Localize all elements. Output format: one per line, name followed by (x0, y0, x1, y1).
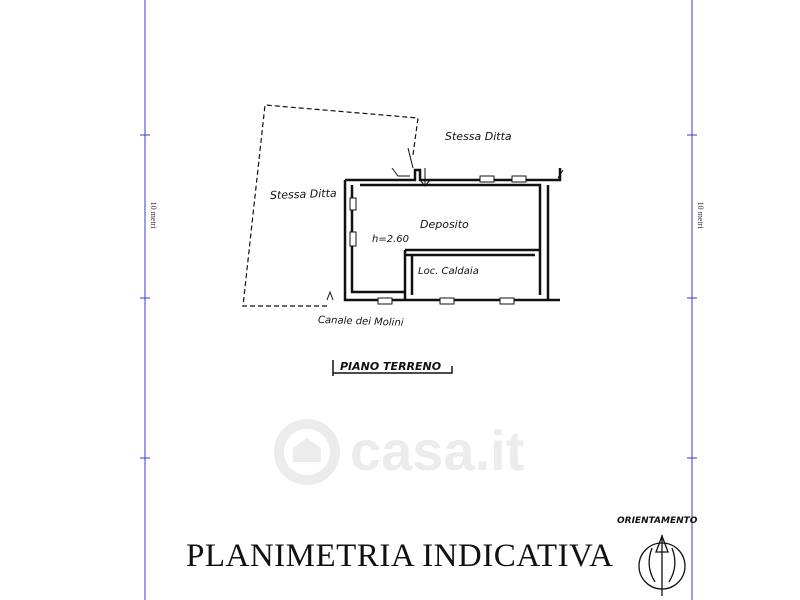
watermark-logo-icon (274, 419, 340, 485)
compass-icon (638, 534, 686, 596)
window-marks (349, 175, 527, 305)
scale-ticks-left (140, 134, 150, 459)
plan-title: PLANIMETRIA INDICATIVA (186, 538, 614, 574)
door-symbol (326, 147, 564, 301)
label-canale: Canale dei Molini (318, 315, 404, 329)
label-piano-terreno: PIANO TERRENO (340, 360, 441, 373)
scale-label-right: 10 metri (696, 202, 705, 230)
label-loc-caldaia: Loc. Caldaia (418, 266, 479, 277)
watermark: casa.it (274, 419, 524, 485)
label-stessa-ditta-left: Stessa Ditta (270, 187, 337, 202)
label-stessa-ditta-top: Stessa Ditta (445, 130, 512, 143)
orientation-label: ORIENTAMENTO (617, 516, 698, 526)
watermark-text: casa.it (350, 419, 524, 482)
building-walls (343, 168, 562, 302)
label-height: h=2.60 (372, 234, 409, 245)
adjacent-property-boundary (242, 104, 419, 307)
label-deposito: Deposito (420, 218, 469, 231)
scale-label-left: 10 metri (149, 202, 158, 230)
scale-ticks-right (687, 134, 697, 459)
piano-underline (333, 366, 453, 374)
